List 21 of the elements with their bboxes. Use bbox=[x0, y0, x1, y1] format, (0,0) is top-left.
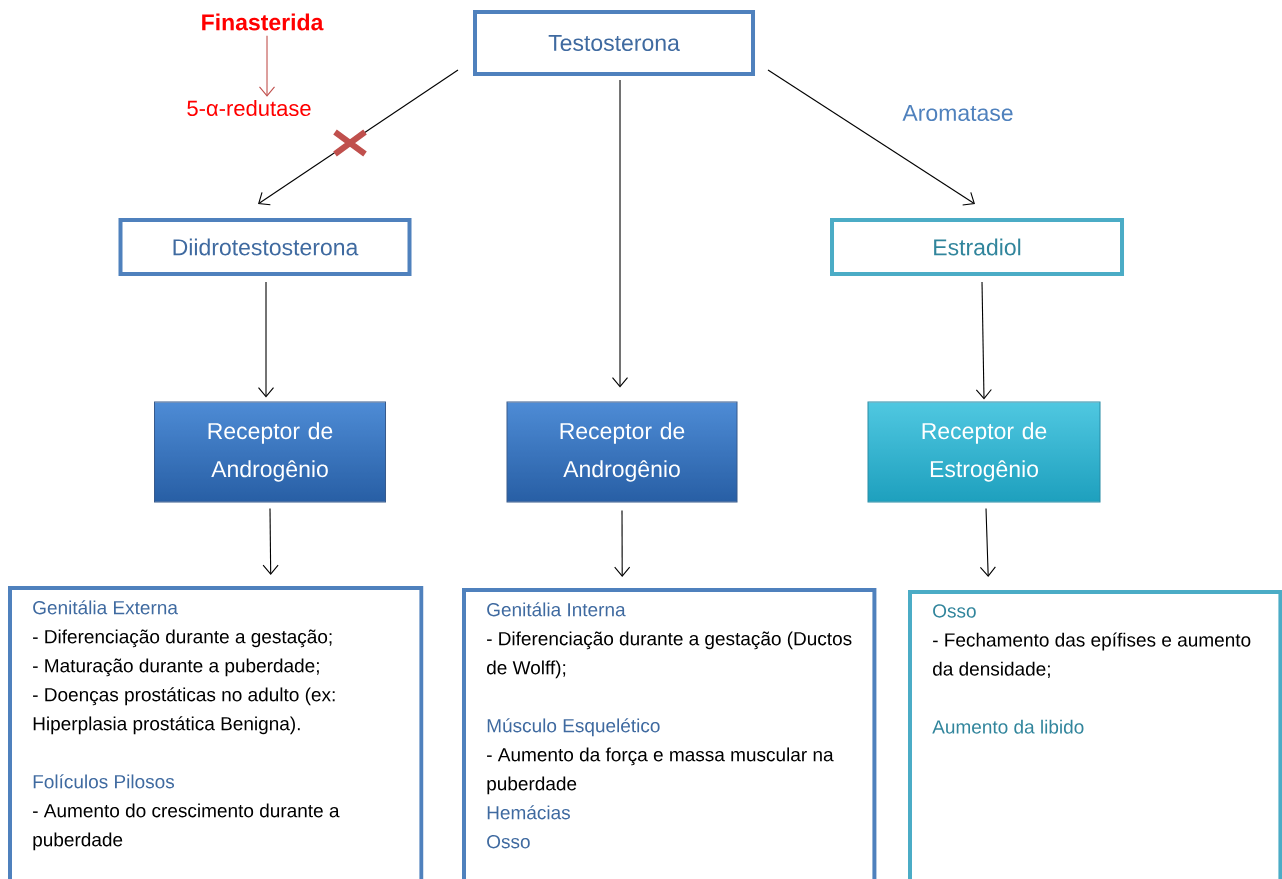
name-box: Diidrotestosterona bbox=[118, 218, 412, 276]
arrow bbox=[979, 507, 996, 577]
enzyme-label: 5-α-redutase bbox=[187, 99, 311, 117]
receptor-box: Receptor de Androgênio bbox=[154, 401, 386, 503]
arrow bbox=[611, 79, 629, 388]
blocked-arrow bbox=[258, 69, 459, 206]
arrow bbox=[257, 281, 275, 398]
info-panel: Genitália Interna - Diferenciação durante a gestação (Ductos de Wolff); Músculo Esquelético - Aumento da força e massa muscular na puberdade Hemácias Osso bbox=[462, 588, 877, 879]
info-panel: Genitália Externa - Diferenciação durante a gestação; - Maturação durante a puberdade; - Doenças prostáticas no adulto (ex: Hiperplasia prostática Benigna). Folículos Pilosos - Aumento do crescimento durante a puberdade bbox=[8, 586, 424, 879]
info-panel: Osso - Fechamento das epífises e aumento da densidade; Aumento da libido bbox=[908, 590, 1282, 879]
receptor-box: Receptor de Estrogênio bbox=[867, 401, 1101, 503]
arrow bbox=[767, 69, 975, 206]
arrow bbox=[262, 507, 279, 575]
name-box: Estradiol bbox=[830, 218, 1124, 276]
arrow bbox=[614, 509, 631, 577]
receptor-box: Receptor de Androgênio bbox=[506, 401, 738, 503]
edge-label: Aromatase bbox=[900, 103, 1016, 124]
arrow bbox=[975, 281, 992, 400]
name-box: Testosterona bbox=[473, 10, 755, 76]
drug-label: Finasterida bbox=[202, 13, 324, 31]
arrow bbox=[258, 35, 276, 97]
